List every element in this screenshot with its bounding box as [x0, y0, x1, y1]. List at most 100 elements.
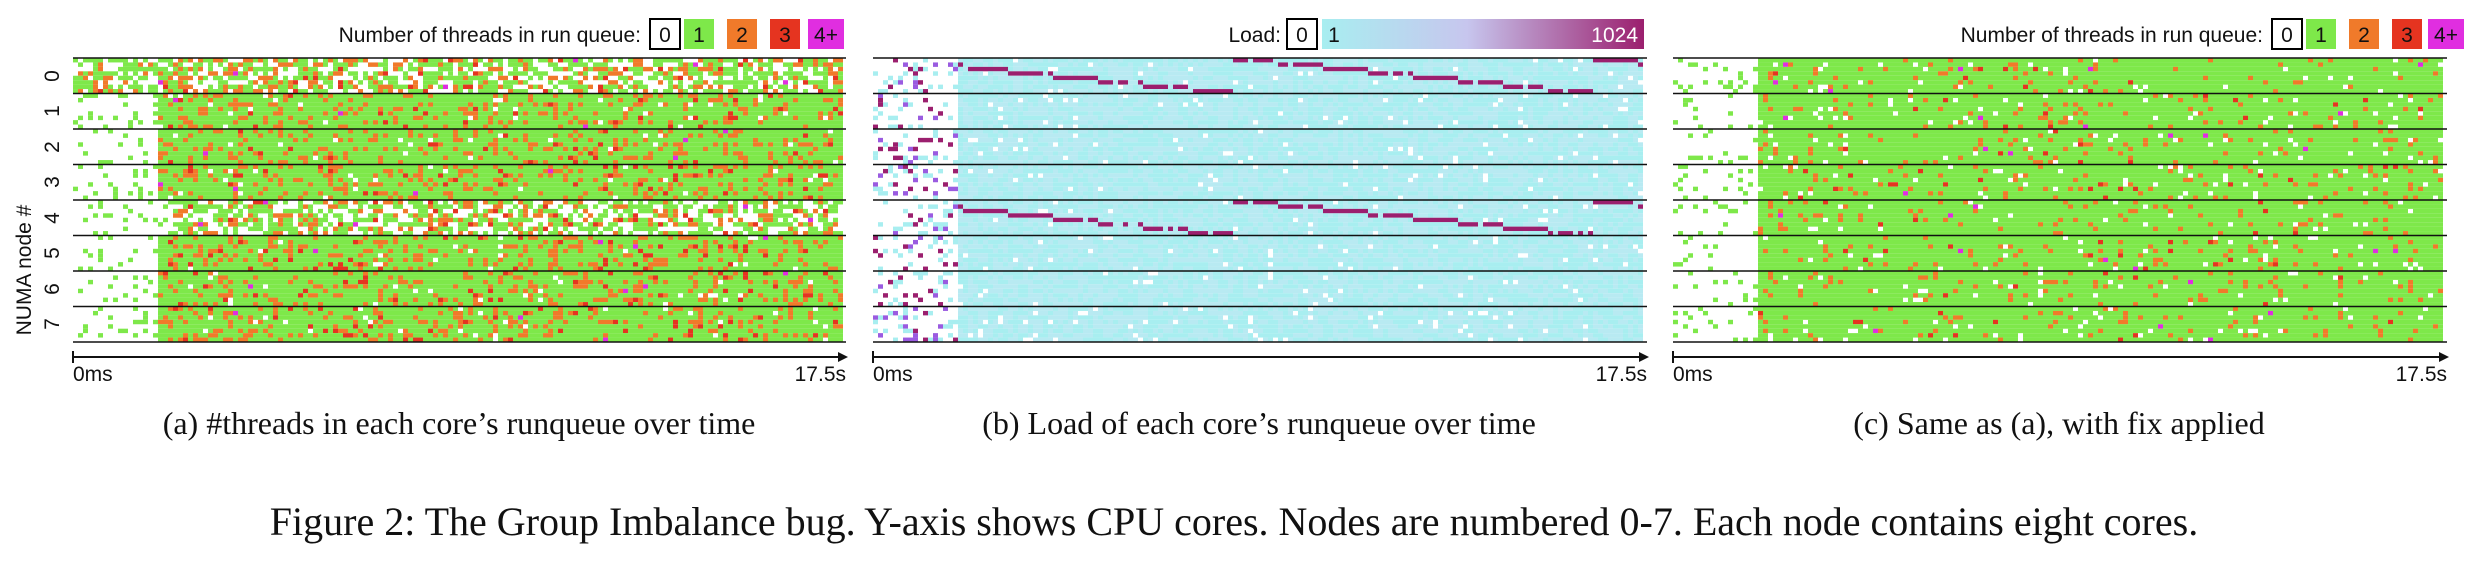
heat-cell [788, 213, 793, 218]
heat-cell [393, 191, 398, 196]
heat-cell [338, 71, 343, 76]
heat-cell [573, 222, 578, 227]
heat-cell [773, 120, 778, 125]
heat-cell [513, 75, 518, 81]
heat-cell [518, 111, 523, 116]
heat-cell [448, 195, 453, 200]
heat-cell [778, 204, 783, 209]
heat-cell [573, 195, 578, 200]
heat-cell [258, 142, 263, 147]
heat-cell [218, 62, 223, 67]
heat-cell [468, 168, 473, 174]
heat-cell [303, 151, 308, 156]
heat-cell [323, 151, 328, 156]
heat-cell [448, 168, 453, 174]
heat-cell [223, 58, 228, 63]
heat-cell [528, 120, 533, 125]
heat-cell [623, 102, 628, 107]
heat-cell [638, 146, 643, 152]
heat-cell [818, 200, 823, 205]
heat-cell [828, 142, 833, 147]
heat-cell [308, 164, 313, 169]
heat-cell [368, 102, 373, 107]
heat-cell [543, 191, 548, 196]
heat-cell [558, 58, 563, 63]
heat-cell [768, 120, 773, 125]
heat-cell [523, 200, 528, 205]
heat-cell [418, 195, 423, 200]
heat-cell [758, 111, 763, 116]
heat-cell [643, 204, 648, 209]
heat-cell [608, 235, 613, 240]
heat-cell [658, 177, 663, 183]
heat-cell [378, 177, 383, 183]
heat-cell [833, 137, 838, 143]
heat-cell [183, 93, 188, 98]
heat-cell [193, 235, 198, 240]
heat-cell [478, 80, 483, 85]
heat-cell [318, 106, 323, 112]
heat-cell [513, 133, 518, 138]
heat-cell [248, 191, 253, 196]
heat-cell [388, 93, 393, 98]
heat-cell [438, 168, 443, 174]
heat-cell [443, 195, 448, 200]
heat-cell [358, 164, 363, 169]
heat-cell [833, 182, 838, 187]
heat-cell [533, 97, 538, 103]
heat-cell [488, 133, 493, 138]
heat-cell [728, 102, 733, 107]
heat-cell [378, 133, 383, 138]
heat-cell [228, 120, 233, 125]
heat-cell [193, 160, 198, 165]
heat-cell [588, 164, 593, 169]
heat-cell [538, 213, 543, 218]
heat-cell [493, 164, 498, 169]
heat-cell [808, 115, 813, 121]
heat-cell [603, 97, 608, 103]
heat-cell [793, 173, 798, 178]
heat-cell [383, 106, 388, 112]
heat-cell [418, 146, 423, 152]
heat-cell [698, 120, 703, 125]
heat-cell [273, 168, 278, 174]
heat-cell [763, 115, 768, 121]
heat-cell [828, 222, 833, 227]
heat-cell [808, 106, 813, 112]
heat-cell [468, 75, 473, 81]
heat-cell [128, 124, 133, 129]
heat-cell [193, 186, 198, 192]
heat-cell [333, 129, 338, 134]
heat-cell [608, 151, 613, 156]
heat-cell [508, 93, 513, 98]
heat-cell [588, 146, 593, 152]
heat-cell [513, 66, 518, 72]
heat-cell [453, 89, 458, 94]
heat-cell [628, 213, 633, 218]
heat-cell [353, 142, 358, 147]
heat-cell [743, 120, 748, 125]
heat-cell [383, 186, 388, 192]
heat-cell [408, 137, 413, 143]
heat-cell [463, 137, 468, 143]
heat-cell [253, 80, 258, 85]
heat-cell [553, 106, 558, 112]
heat-cell [573, 155, 578, 161]
heat-cell [728, 120, 733, 125]
heat-cell [288, 93, 293, 98]
heat-cell [803, 155, 808, 161]
heat-cell [393, 239, 398, 245]
heat-cell [493, 173, 498, 178]
heat-cell [833, 102, 838, 107]
heat-cell [693, 235, 698, 240]
heat-cell [393, 62, 398, 67]
heat-cell [483, 235, 488, 240]
heat-cell [133, 66, 138, 72]
heat-cell [428, 182, 433, 187]
heat-cell [733, 146, 738, 152]
heat-cell [648, 164, 653, 169]
heat-cell [198, 182, 203, 187]
heat-cell [348, 137, 353, 143]
heat-cell [693, 84, 698, 90]
heat-cell [538, 93, 543, 98]
